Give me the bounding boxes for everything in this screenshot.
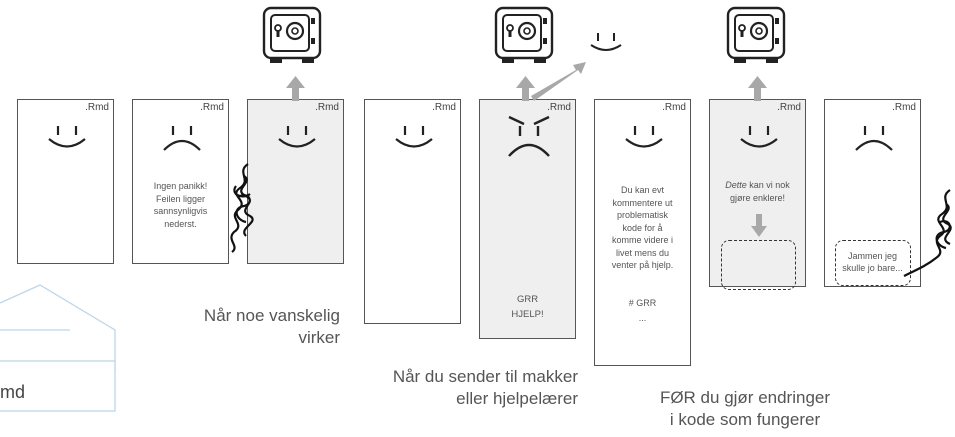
smiley-face-icon [395,126,433,148]
smiley-face-icon [625,126,663,148]
sad-face-icon [855,126,893,151]
rmd-doc-1: .Rmd [17,99,114,264]
doc-message: Dette kan vi nok gjøre enklere! [710,179,805,204]
rmd-label: .Rmd [777,102,801,113]
arrow-down-icon [751,214,767,237]
caption-when-sending: Når du sender til makker eller hjelpelær… [392,367,578,408]
rmd-doc-2: .Rmd Ingen panikk! Feilen ligger sannsyn… [132,99,229,264]
smiley-face-icon [278,126,316,148]
rmd-doc-8: .Rmd Jammen jeg skulle jo bare... [824,99,921,287]
safe-icon [726,6,786,63]
smiley-face-icon [740,126,778,148]
angry-face-icon [508,115,550,157]
doc-message: Jammen jeg skulle jo bare... [842,251,903,273]
rmd-label: .Rmd [85,102,109,113]
rmd-doc-4: .Rmd [364,99,461,324]
safe-icon [262,6,322,63]
doc-message: GRR HJELP! [511,294,544,320]
dashed-code-block [721,240,796,290]
rmd-doc-6: .Rmd Du kan evt kommentere ut problemati… [594,99,691,366]
doc-message-rest: kan vi nok gjøre enklere! [729,180,790,203]
arrow-up-icon [748,76,767,101]
smiley-face-icon [590,33,622,51]
dashed-code-block [835,240,911,286]
arrow-up-icon [516,76,535,101]
caption-when-hard-works: Når noe vanskelig virker [203,306,340,347]
tangled-scribble-icon [903,189,952,277]
doc-message-emphasis: Dette [725,180,747,190]
partial-doc-label: md [0,382,26,402]
rmd-label: .Rmd [432,102,456,113]
rmd-label: .Rmd [200,102,224,113]
rmd-doc-3: .Rmd [247,99,344,264]
doc-code: # GRR ... [628,298,657,323]
safe-icon [494,6,554,63]
doc-message: Ingen panikk! Feilen ligger sannsynligvi… [153,181,208,229]
sad-face-icon [163,126,201,151]
rmd-label: .Rmd [547,102,571,113]
arrow-up-icon [286,76,305,101]
smiley-face-icon [48,126,86,148]
doc-message: Du kan evt kommentere ut problematisk ko… [611,185,674,270]
tangled-scribble-icon [230,163,254,253]
caption-before-changes: FØR du gjør endringer i kode som fungere… [659,388,831,429]
rmd-doc-5: .Rmd GRR HJELP! [479,99,576,339]
arrow-diagonal-icon [531,62,586,101]
rmd-label: .Rmd [662,102,686,113]
rmd-doc-7: .Rmd Dette kan vi nok gjøre enklere! [709,99,806,290]
rmd-label: .Rmd [892,102,916,113]
rmd-label: .Rmd [315,102,339,113]
